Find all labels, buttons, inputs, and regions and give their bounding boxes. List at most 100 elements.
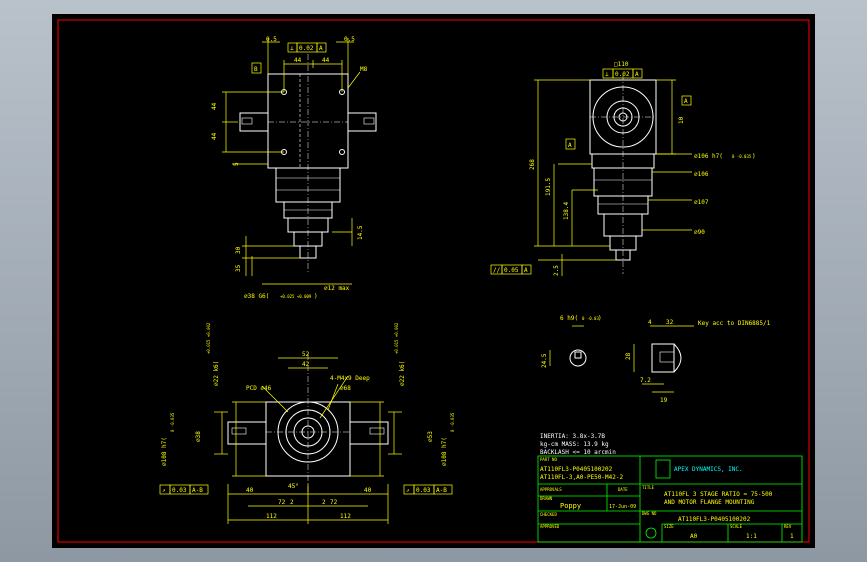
- note-backlash: BACKLASH <= 10 arcmin: [540, 449, 616, 456]
- runout-right-value: 0.03: [416, 487, 431, 494]
- dim-106: ⌀106: [694, 171, 709, 178]
- key-width-tol: 0 -0.03: [582, 316, 599, 321]
- side-datum-a: A: [684, 98, 688, 105]
- drawn-by: Poppy: [560, 502, 581, 510]
- dim-tol-right: 0.5: [344, 36, 355, 43]
- label-drawn: DRAWN: [540, 496, 553, 501]
- dim-68: ⌀68: [340, 385, 351, 392]
- rev-value: 1: [790, 533, 794, 540]
- dim-22-right: ⌀22 k6(: [399, 361, 406, 386]
- fcf-value: 0.02: [299, 45, 314, 52]
- label-approved: APPROVED: [540, 524, 560, 529]
- runout-right-datum: A-B: [436, 487, 447, 494]
- label-scale: SCALE: [730, 524, 743, 529]
- key-32: 32: [666, 319, 674, 326]
- dwg-no: AT110FL3-P0405100202: [678, 516, 751, 523]
- frame-border: [57, 19, 810, 543]
- key-width: 6 h9(: [560, 315, 578, 322]
- spec-notes: INERTIA: 3.8x-3.7B kg-cm MASS: 13.9 kg B…: [540, 433, 616, 456]
- dim-tol-left: 0.5: [266, 36, 277, 43]
- label-dwg-no: DWG NO: [642, 511, 657, 516]
- dim-53: ⌀53: [427, 431, 434, 442]
- dim-2-left: 2: [290, 499, 294, 506]
- dim-108-left: ⌀108 h7(: [161, 437, 168, 466]
- label-title: TITLE: [642, 485, 655, 490]
- label-date: DATE: [618, 487, 628, 492]
- key-detail: 6 h9( 0 -0.03 ) 24.5 4 32 28 7.2 19 Key …: [541, 315, 771, 404]
- runout-left-datum: A-B: [192, 487, 203, 494]
- key-24-5: 24.5: [541, 353, 548, 368]
- label-rev: REV: [784, 524, 792, 529]
- dim-40-left: 40: [246, 487, 254, 494]
- dim-10: 10: [678, 116, 685, 124]
- key-19: 19: [660, 397, 668, 404]
- top-view: 0.5 0.5 ⊥ 0.02 A B 44 44 M8 44 44 5 30 3…: [211, 36, 377, 300]
- dim-108-left-tol: 0 -0.035: [170, 412, 175, 432]
- part-no-2: AT110FL-3,A0-PE50-M42-2: [540, 474, 623, 481]
- dim-72-right: 72: [330, 499, 338, 506]
- dim-90: ⌀90: [694, 229, 705, 236]
- dim-22-right-tol: +0.015 +0.002: [394, 322, 399, 354]
- note-inertia: INERTIA: 3.8x-3.7B: [540, 433, 605, 440]
- pcd-label: PCD ⌀46: [246, 385, 272, 392]
- drawn-date: 17-Jun-09: [609, 504, 636, 510]
- datum-a-flag: A: [568, 142, 572, 149]
- dim-268: 268: [529, 159, 536, 170]
- dim-108-right: ⌀108 h7(: [441, 437, 448, 466]
- fcf-datum: A: [319, 45, 323, 52]
- dim-2-5: 2.5: [553, 265, 560, 276]
- dim-35: 35: [235, 264, 242, 272]
- parallel-value: 0.05: [504, 267, 519, 274]
- dim-38: ⌀38: [195, 431, 202, 442]
- side-fcf-datum: A: [635, 71, 639, 78]
- dim-108-right-tol: 0 -0.035: [450, 412, 455, 432]
- dim-106-tol: 0 -0.035: [732, 154, 752, 159]
- datum-b-label: B: [254, 66, 258, 73]
- dim-2-right: 2: [322, 499, 326, 506]
- shaft-dia-label: ⌀38 G6(: [244, 293, 269, 300]
- dim-22-left: ⌀22 k6(: [213, 361, 220, 386]
- dim-12-max: ⌀12 max: [324, 285, 350, 292]
- side-fcf-value: 0.02: [615, 71, 630, 78]
- dim-30: 30: [235, 246, 242, 254]
- key-7-2: 7.2: [640, 377, 651, 384]
- drawing-canvas: 0.5 0.5 ⊥ 0.02 A B 44 44 M8 44 44 5 30 3…: [57, 19, 810, 543]
- dim-14-5: 14.5: [357, 225, 364, 240]
- drawing-sheet: 0.5 0.5 ⊥ 0.02 A B 44 44 M8 44 44 5 30 3…: [52, 14, 815, 548]
- parallel-datum: A: [524, 267, 528, 274]
- dim-191-5: 191.5: [545, 178, 552, 196]
- dim-44-lower: 44: [211, 132, 218, 140]
- key-28: 28: [625, 352, 632, 360]
- parallel-symbol: //: [493, 267, 501, 274]
- key-4: 4: [648, 319, 652, 326]
- label-approvals: APPROVALS: [540, 487, 562, 492]
- side-fcf-symbol: ⊥: [605, 71, 609, 78]
- part-no-1: AT110FL3-P0405100202: [540, 466, 613, 473]
- key-width-close: ): [598, 315, 602, 322]
- mount-hole: [339, 149, 345, 155]
- dim-square-110: □110: [614, 61, 629, 68]
- dim-22-left-tol: +0.015 +0.002: [206, 322, 211, 354]
- runout-left-symbol: ↗: [162, 487, 166, 494]
- shaft-dia-tol: +0.025 +0.009: [280, 294, 312, 299]
- title-line-1: AT110FL 3 STAGE RATIO = 75-500: [664, 491, 773, 498]
- note-mass: kg-cm MASS: 13.9 kg: [540, 441, 609, 448]
- angle-45: 45°: [288, 483, 299, 490]
- title-line-2: AND MOTOR FLANGE MOUNTING: [664, 499, 755, 506]
- dim-112-left: 112: [266, 513, 277, 520]
- size-value: A0: [690, 533, 698, 540]
- holes-note: 4-M4x9 Deep: [330, 375, 370, 382]
- label-part-no: PART NO: [540, 457, 557, 462]
- scale-value: 1:1: [746, 533, 757, 540]
- dim-44-left: 44: [294, 57, 302, 64]
- dim-40-right: 40: [364, 487, 372, 494]
- dim-106-close: ): [752, 153, 756, 160]
- dim-72-left: 72: [278, 499, 286, 506]
- company-name: APEX DYNAMICS, INC.: [674, 466, 743, 473]
- title-block: APEX DYNAMICS, INC. PART NO APPROVALS DA…: [537, 455, 803, 543]
- key-note: Key acc to DIN6885/1: [698, 320, 771, 327]
- dim-44-right: 44: [322, 57, 330, 64]
- dim-112-right: 112: [340, 513, 351, 520]
- front-view: 52 42 4-M4x9 Deep PCD ⌀46 ⌀68 ⌀22 k6( +0…: [159, 322, 455, 524]
